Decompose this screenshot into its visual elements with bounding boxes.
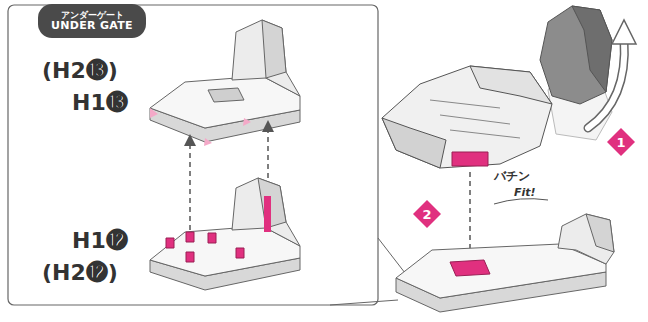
part-number: H1⓭ <box>72 90 128 115</box>
gate-badge: アンダーゲートUNDER GATE <box>38 4 146 38</box>
rotate-arrow-head <box>612 20 636 44</box>
part-bottom <box>150 178 300 290</box>
sound-effect: バチン <box>494 168 530 185</box>
base-part <box>396 214 614 312</box>
gate-label: アンダーゲート <box>61 11 124 20</box>
rotate-arrow <box>588 40 624 128</box>
dashed-arrow <box>469 172 471 258</box>
arm-part <box>382 6 612 168</box>
part-number: (H2⓭) <box>42 58 118 83</box>
sound-effect: Fit! <box>514 186 536 199</box>
step-number: 2 <box>413 200 441 228</box>
leader-line <box>330 300 398 305</box>
inset-frame <box>8 5 378 305</box>
callout-number: 1 <box>616 135 625 150</box>
step-number: 1 <box>607 128 635 156</box>
part-number: H1⓬ <box>72 228 128 253</box>
part-top <box>150 20 300 146</box>
part-number: (H2⓬) <box>42 260 118 285</box>
rotate-arrow <box>588 40 624 128</box>
fit-swoosh <box>494 199 548 204</box>
dashed-arrow <box>189 140 191 230</box>
callout-number: 2 <box>422 207 431 222</box>
gate-label: UNDER GATE <box>51 20 133 32</box>
